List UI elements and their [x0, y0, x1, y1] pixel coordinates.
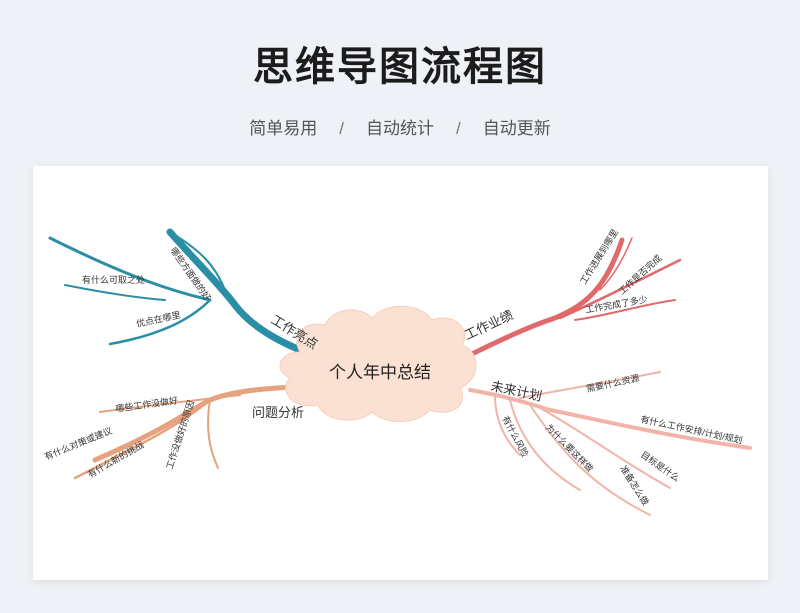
leaf-plans-2: 有什么工作安排/计划/规划	[640, 413, 744, 445]
center-label: 个人年中总结	[329, 363, 431, 382]
branch-results-lines	[468, 238, 680, 356]
leaf-plans-3: 目标是什么	[639, 449, 682, 484]
leaf-issues-1: 哪些工作没做好	[115, 394, 179, 414]
leaf-highlights-2: 有什么可取之处	[82, 274, 145, 285]
leaf-issues-4: 工作没做好的原因	[163, 399, 196, 471]
leaf-highlights-3: 优点在哪里	[135, 309, 181, 329]
leaf-plans-1: 需要什么资源	[585, 372, 640, 394]
leaf-plans-5: 为什么要这样做	[544, 422, 596, 474]
branch-label-issues: 问题分析	[252, 405, 304, 420]
center-node: 个人年中总结	[280, 306, 476, 421]
